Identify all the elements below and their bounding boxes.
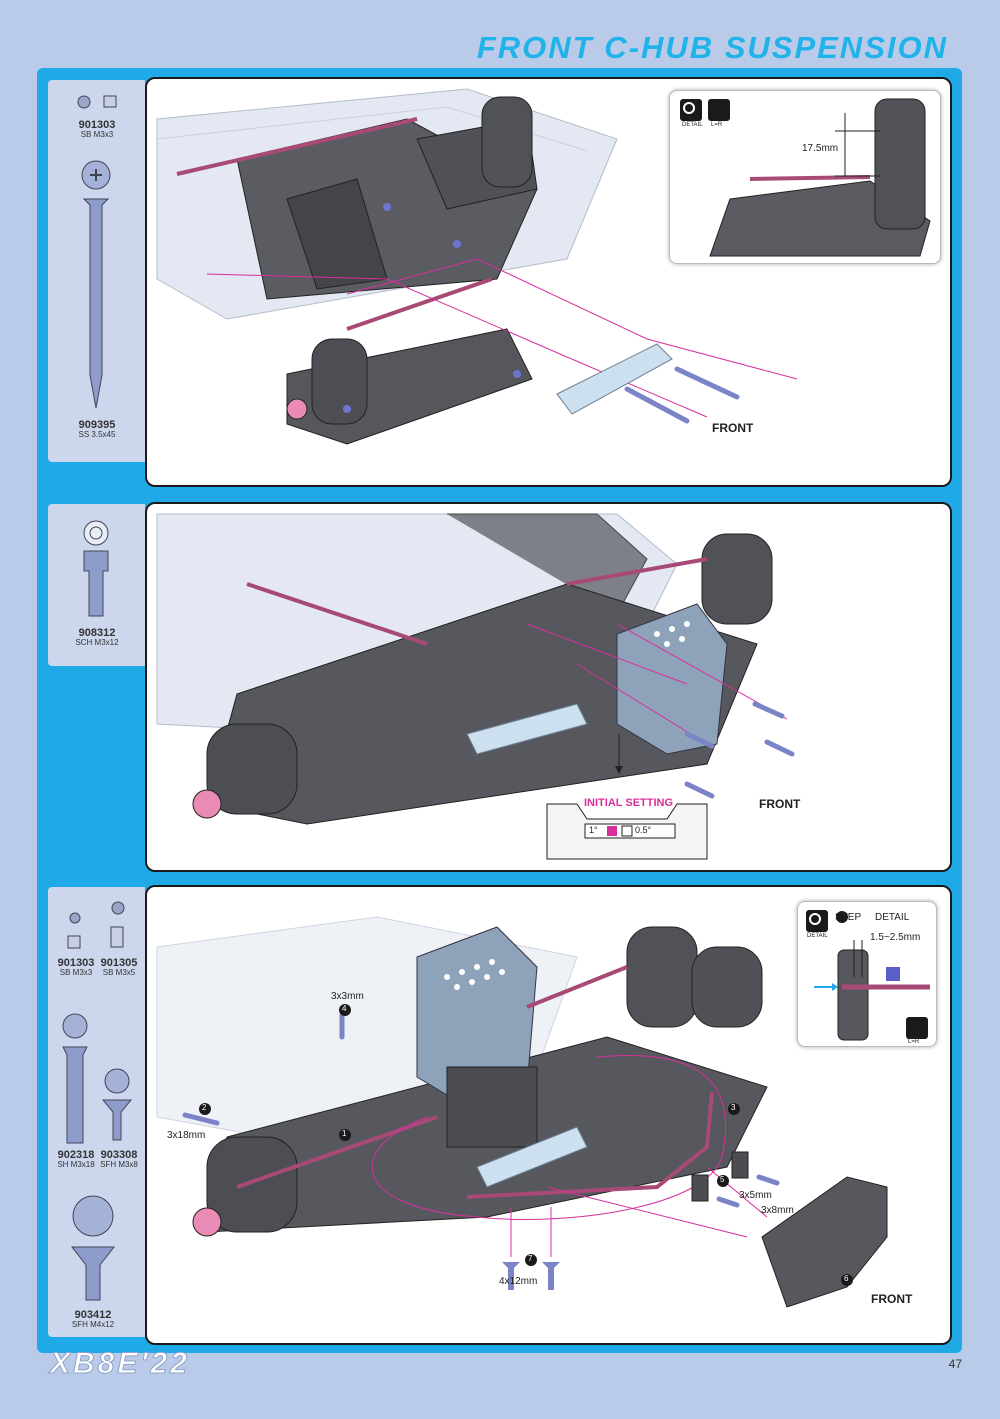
detail-icon-label: DETAIL — [682, 122, 703, 128]
callout-4-label: 4 — [342, 1004, 347, 1013]
setting-angle-1: 1° — [589, 825, 598, 835]
callout-2-icon — [199, 1103, 211, 1115]
setting-1deg-marker — [607, 826, 617, 836]
callout-4-icon — [339, 1004, 351, 1016]
page-number: 47 — [948, 1357, 962, 1371]
setting-05deg-marker — [621, 825, 633, 837]
dimension-3x5: 3x5mm — [739, 1190, 772, 1201]
detail-step-suffix: DETAIL — [875, 912, 910, 923]
callout-5-label: 5 — [720, 1175, 725, 1184]
step3-illustration-panel: 1 2 3 4 5 6 7 3x3mm 3x18mm 3x5mm 3x8mm 4… — [145, 885, 952, 1345]
step3-assembly-drawing — [156, 916, 888, 1308]
step1-assembly-drawing — [156, 88, 798, 445]
step2-illustration-panel: INITIAL SETTING 1° 0.5° FRONT — [145, 502, 952, 872]
callout-1-label: 1 — [342, 1129, 347, 1138]
callout-3-icon — [728, 1103, 740, 1115]
callout-2-label: 2 — [202, 1103, 207, 1112]
callout-5-icon — [717, 1175, 729, 1187]
step3-detail-drawing — [806, 910, 930, 1041]
callout-6-icon — [841, 1274, 853, 1286]
step2-assembly-drawing — [156, 513, 795, 860]
setting-angle-05: 0.5° — [635, 825, 652, 835]
step-ref-badge-icon — [836, 911, 848, 923]
lr-icon-label: L=R — [908, 1039, 920, 1045]
callout-1-icon — [339, 1129, 351, 1141]
front-direction-label: FRONT — [871, 1292, 913, 1306]
dimension-3x8: 3x8mm — [761, 1205, 794, 1216]
footer-logo: XB8E'22 — [50, 1347, 190, 1381]
step1-detail-drawing — [680, 98, 931, 257]
callout-7-label: 7 — [528, 1254, 533, 1263]
magnifier-detail-icon — [680, 99, 702, 121]
lr-icon-label: L=R — [711, 122, 723, 128]
detail-step-title: STEP — [835, 912, 862, 923]
step3-detail-inset: STEP 4 DETAIL 1.5~2.5mm DETAIL L=R — [797, 901, 937, 1047]
callout-3-label: 3 — [731, 1103, 736, 1112]
callout-7-icon — [525, 1254, 537, 1266]
front-direction-label: FRONT — [759, 797, 801, 811]
detail-icon-label: DETAIL — [807, 933, 828, 939]
step1-detail-inset: DETAIL L=R 17.5mm — [669, 90, 941, 264]
detail-step-number: 4 — [867, 912, 872, 921]
step1-illustration-panel: DETAIL L=R 17.5mm FRONT — [145, 77, 952, 487]
left-equals-right-icon — [906, 1017, 928, 1039]
initial-setting-label: INITIAL SETTING — [584, 797, 674, 809]
left-equals-right-icon — [708, 99, 730, 121]
page-title: FRONT C-HUB SUSPENSION — [476, 30, 948, 65]
detail-dimension-17-5: 17.5mm — [802, 143, 839, 154]
magnifier-detail-icon — [806, 910, 828, 932]
dimension-4x12: 4x12mm — [499, 1276, 538, 1287]
parts-column-step3 — [48, 887, 145, 1337]
front-direction-label: FRONT — [712, 421, 754, 435]
callout-6-label: 6 — [844, 1274, 849, 1283]
dimension-3x3: 3x3mm — [331, 991, 364, 1002]
dimension-3x18: 3x18mm — [167, 1130, 206, 1141]
detail-dimension-range: 1.5~2.5mm — [870, 932, 921, 943]
